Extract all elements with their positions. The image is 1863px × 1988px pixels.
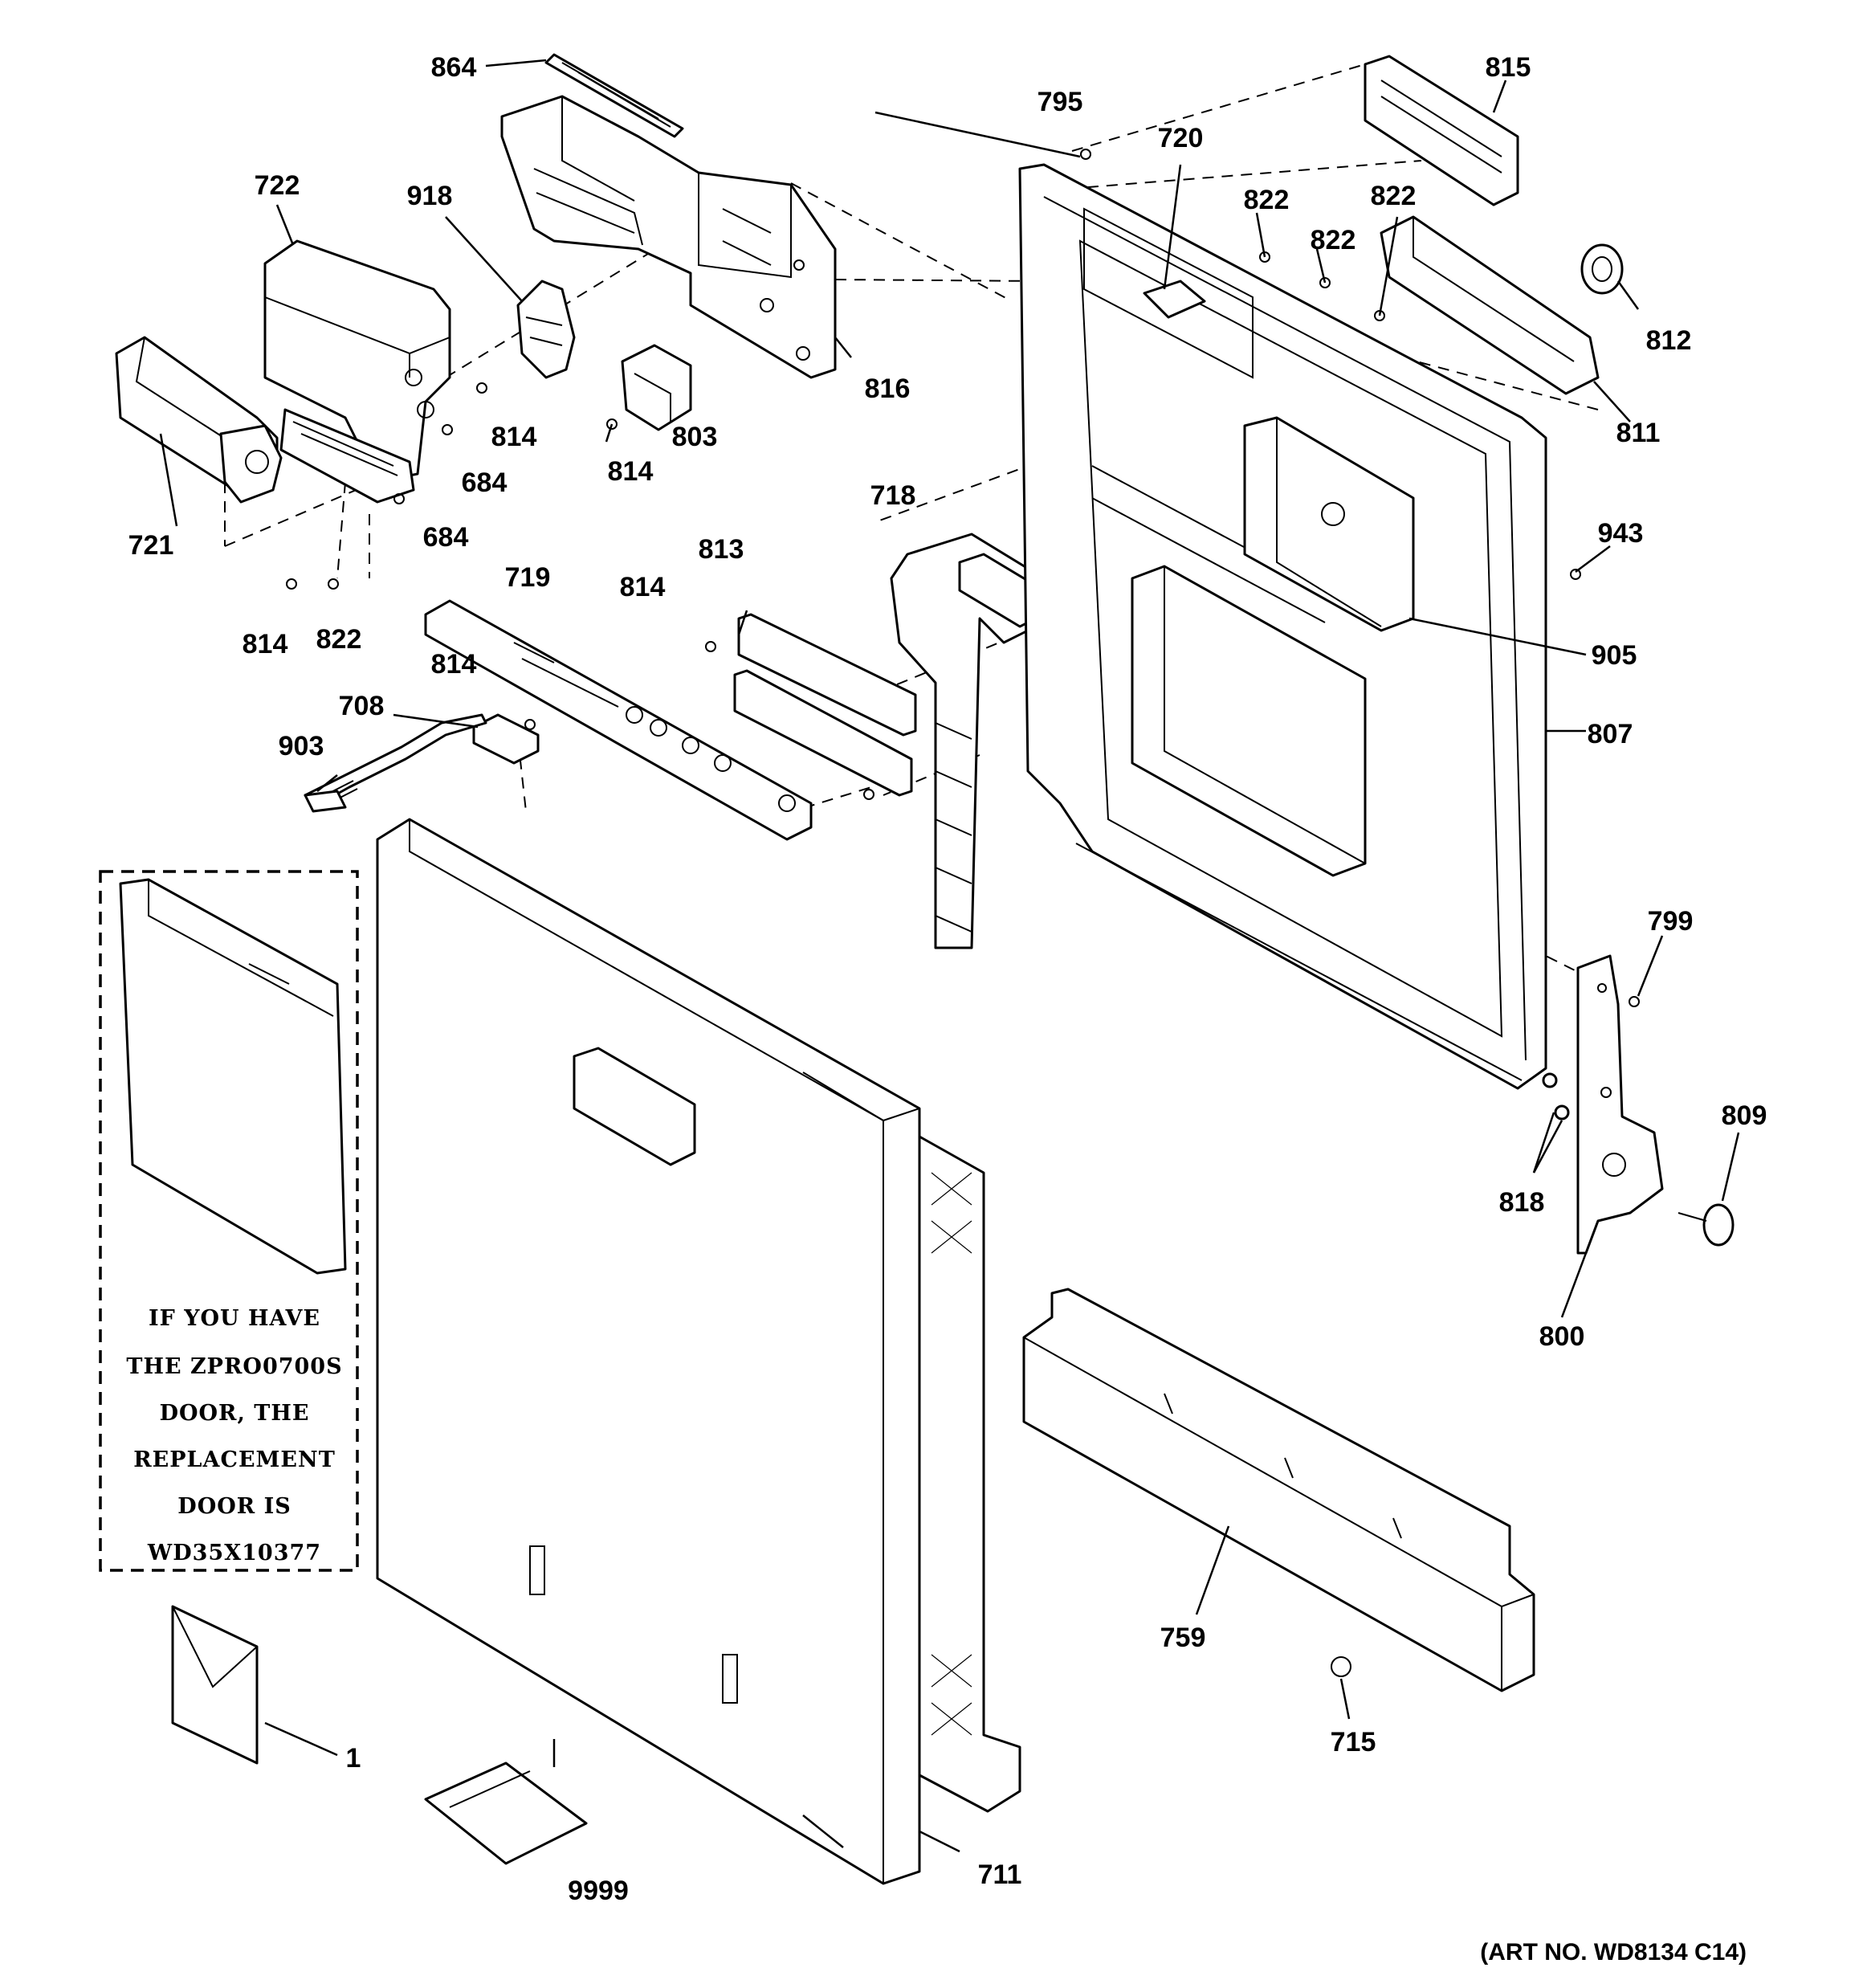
switch-918 (516, 280, 576, 379)
note-line-4: REPLACEMENT (133, 1447, 336, 1472)
callout-711: 711 (978, 1859, 1022, 1890)
callout-813: 813 (699, 534, 744, 565)
art-number: (ART NO. WD8134 C14) (1480, 1939, 1747, 1966)
note-line-1: IF YOU HAVE (149, 1306, 320, 1331)
callout-809: 809 (1722, 1100, 1767, 1131)
callout-715: 715 (1331, 1727, 1376, 1757)
switch-803 (621, 344, 692, 431)
callout-803: 803 (672, 422, 718, 452)
callout-9999: 9999 (568, 1876, 629, 1906)
hinge-800 (1576, 954, 1664, 1255)
callout-708: 708 (339, 691, 385, 721)
bolt-809 (1678, 1203, 1735, 1247)
callout-1: 1 (346, 1743, 361, 1774)
callout-818: 818 (1499, 1187, 1545, 1218)
note-line-6: WD35X10377 (147, 1541, 321, 1565)
callout-721: 721 (128, 530, 174, 561)
callout-822-d: 822 (1371, 181, 1417, 211)
console-719 (424, 599, 813, 841)
callout-722: 722 (255, 170, 300, 201)
alignment-lines (224, 63, 1599, 977)
vent-815 (1364, 55, 1519, 206)
side-panel-711 (918, 1135, 1021, 1813)
bracket-813 (733, 613, 917, 797)
note-line-3: DOOR, THE (160, 1401, 310, 1426)
envelope-1 (171, 1605, 259, 1765)
callout-816: 816 (865, 374, 911, 404)
callout-811: 811 (1616, 418, 1661, 448)
callout-718: 718 (870, 480, 916, 511)
note-line-5: DOOR IS (177, 1494, 291, 1519)
callout-814-d: 814 (431, 649, 477, 680)
knob-812 (1580, 243, 1624, 295)
callout-943: 943 (1598, 518, 1644, 549)
callout-812: 812 (1646, 325, 1692, 356)
actuator-721 (115, 336, 283, 504)
screws (286, 149, 1640, 1677)
callout-864: 864 (431, 52, 477, 83)
callout-795: 795 (1037, 87, 1083, 117)
ribbon-cable-903 (304, 713, 487, 813)
callout-684-b: 684 (423, 522, 469, 553)
callout-822-c: 822 (1311, 225, 1356, 255)
callout-799: 799 (1648, 906, 1694, 937)
replacement-door-note-box: IF YOU HAVE THE ZPRO0700S DOOR, THE REPL… (99, 870, 359, 1572)
callout-822-b: 822 (1244, 185, 1290, 215)
dispenser-722 (263, 239, 451, 504)
callout-815: 815 (1486, 52, 1531, 83)
callout-903: 903 (279, 731, 324, 761)
callout-822-a: 822 (316, 624, 362, 655)
note-line-2: THE ZPRO0700S (126, 1354, 342, 1379)
outer-door-711 (376, 818, 921, 1885)
cover-811 (1380, 215, 1600, 395)
callout-814-c: 814 (243, 629, 288, 659)
callout-807: 807 (1588, 719, 1633, 749)
callout-684-a: 684 (462, 467, 508, 498)
vent-strip-864 (544, 53, 684, 138)
callout-814-b: 814 (608, 456, 654, 487)
callout-labels: 864 722 918 816 814 803 814 684 684 721 … (128, 52, 1767, 1906)
handle-718 (890, 533, 1046, 949)
part-720 (1143, 280, 1206, 319)
board-708 (472, 713, 540, 765)
callout-814-e: 814 (620, 572, 666, 602)
callout-719: 719 (505, 562, 551, 593)
bag-9999 (424, 1761, 588, 1865)
callout-720: 720 (1158, 123, 1204, 153)
callout-918: 918 (407, 181, 453, 211)
inner-door-807 (1018, 163, 1547, 1090)
clip-818 (1542, 1072, 1570, 1121)
toe-kick-759 (1022, 1288, 1535, 1692)
control-bracket-816 (500, 95, 837, 379)
callout-759: 759 (1160, 1623, 1206, 1653)
callout-905: 905 (1592, 640, 1637, 671)
leader-lines (159, 59, 1740, 1853)
callout-800: 800 (1539, 1321, 1585, 1352)
callout-814-a: 814 (491, 422, 537, 452)
